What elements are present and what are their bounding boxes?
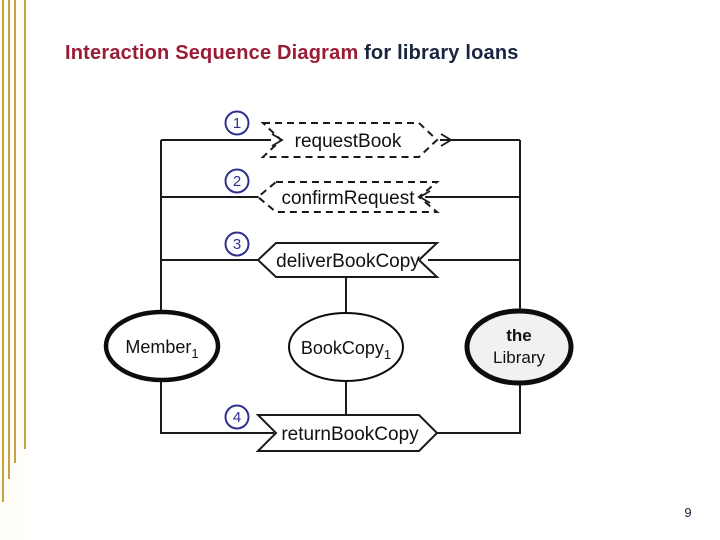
node-member: Member1 — [103, 309, 221, 383]
badge-circle — [224, 231, 250, 257]
step-badge-3: 3 — [224, 231, 250, 257]
library-label-line1: the — [506, 326, 532, 345]
pinstripe-4 — [24, 0, 26, 449]
pinstripe-3 — [14, 0, 16, 463]
page-number: 9 — [684, 505, 692, 520]
message-shape-returnBookCopy: returnBookCopy — [255, 414, 439, 452]
confirmRequest-ribbon — [256, 181, 440, 213]
badge-circle — [224, 110, 250, 136]
badge-circle — [224, 168, 250, 194]
slide-title-secondary: for library loans — [364, 42, 519, 64]
pinstripe-2 — [8, 0, 10, 479]
step-badge-1: 1 — [224, 110, 250, 136]
message-label: confirmRequest — [281, 188, 415, 209]
returnBookCopy-ribbon — [255, 414, 439, 452]
message-label: deliverBookCopy — [276, 251, 420, 272]
badge-number: 4 — [233, 409, 241, 426]
slide-title-primary: Interaction Sequence Diagram — [65, 42, 359, 64]
right-arrowhead-icon — [271, 133, 284, 147]
node-library: the Library — [464, 308, 574, 386]
step-badges: 1 2 3 4 — [224, 110, 250, 430]
library-ellipse — [464, 308, 574, 386]
message-label: returnBookCopy — [281, 424, 419, 445]
badge-number: 3 — [233, 236, 241, 253]
message-shape-confirmRequest: confirmRequest — [256, 181, 440, 213]
bookcopy-ellipse — [288, 312, 404, 382]
step-badge-4: 4 — [224, 404, 250, 430]
member-ellipse — [103, 309, 221, 383]
deliverBookCopy-ribbon — [256, 242, 440, 278]
library-lifeline-lower — [437, 383, 521, 434]
pinstripe-1 — [2, 0, 4, 502]
step-badge-2: 2 — [224, 168, 250, 194]
message-label: requestBook — [295, 131, 402, 152]
node-bookcopy: BookCopy1 — [288, 312, 404, 382]
right-arrowhead-icon — [440, 133, 453, 147]
badge-number: 1 — [233, 115, 241, 132]
badge-number: 2 — [233, 173, 241, 190]
library-label-line2: Library — [493, 348, 545, 367]
message-shape-requestBook: requestBook — [260, 122, 453, 158]
badge-circle — [224, 404, 250, 430]
member-label: Member1 — [125, 337, 198, 361]
member-lifeline-lower — [160, 380, 274, 434]
bookcopy-label: BookCopy1 — [301, 338, 391, 362]
connector-wires — [160, 139, 521, 434]
message-shape-deliverBookCopy: deliverBookCopy — [256, 242, 440, 278]
left-arrowhead-icon — [418, 190, 431, 204]
